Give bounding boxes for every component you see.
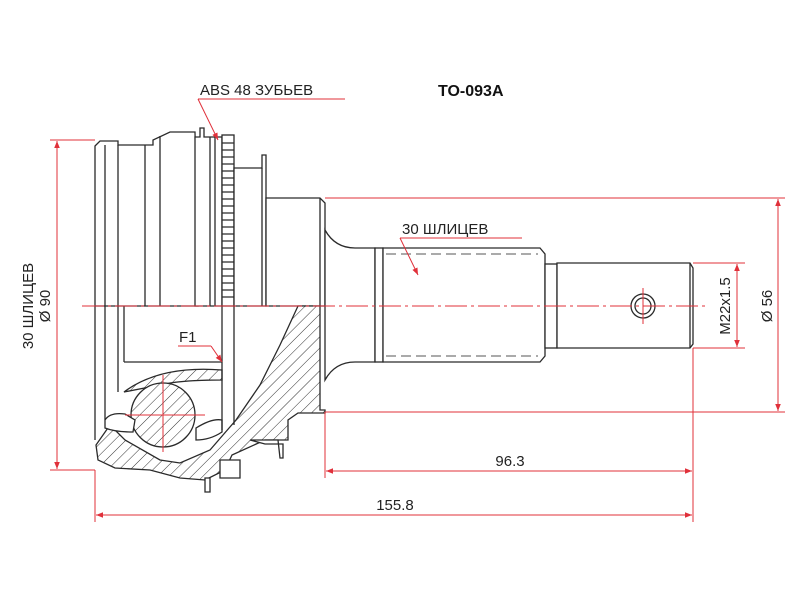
abs-ring xyxy=(221,134,235,307)
dimension-lines xyxy=(50,98,785,522)
housing-outline xyxy=(94,127,223,307)
inner-diameter-label: Ø 90 xyxy=(37,290,54,323)
shaft-length-label: 96.3 xyxy=(495,453,524,470)
centre-cross xyxy=(125,375,205,452)
inner-splines-label: 30 ШЛИЦЕВ xyxy=(20,263,37,349)
housing-section xyxy=(94,305,326,493)
thread-size-label: M22x1.5 xyxy=(717,277,734,335)
part-number-title: TO-093A xyxy=(438,83,504,100)
shaft-diameter-label: Ø 56 xyxy=(759,290,776,323)
shaft xyxy=(324,227,694,383)
abs-teeth-label: ABS 48 ЗУБЬЕВ xyxy=(200,82,313,99)
shaft-splines-label: 30 ШЛИЦЕВ xyxy=(402,221,488,238)
total-length-label: 155.8 xyxy=(376,497,414,514)
dust-shield xyxy=(233,154,267,307)
f1-label: F1 xyxy=(179,329,197,346)
flange xyxy=(265,197,326,307)
